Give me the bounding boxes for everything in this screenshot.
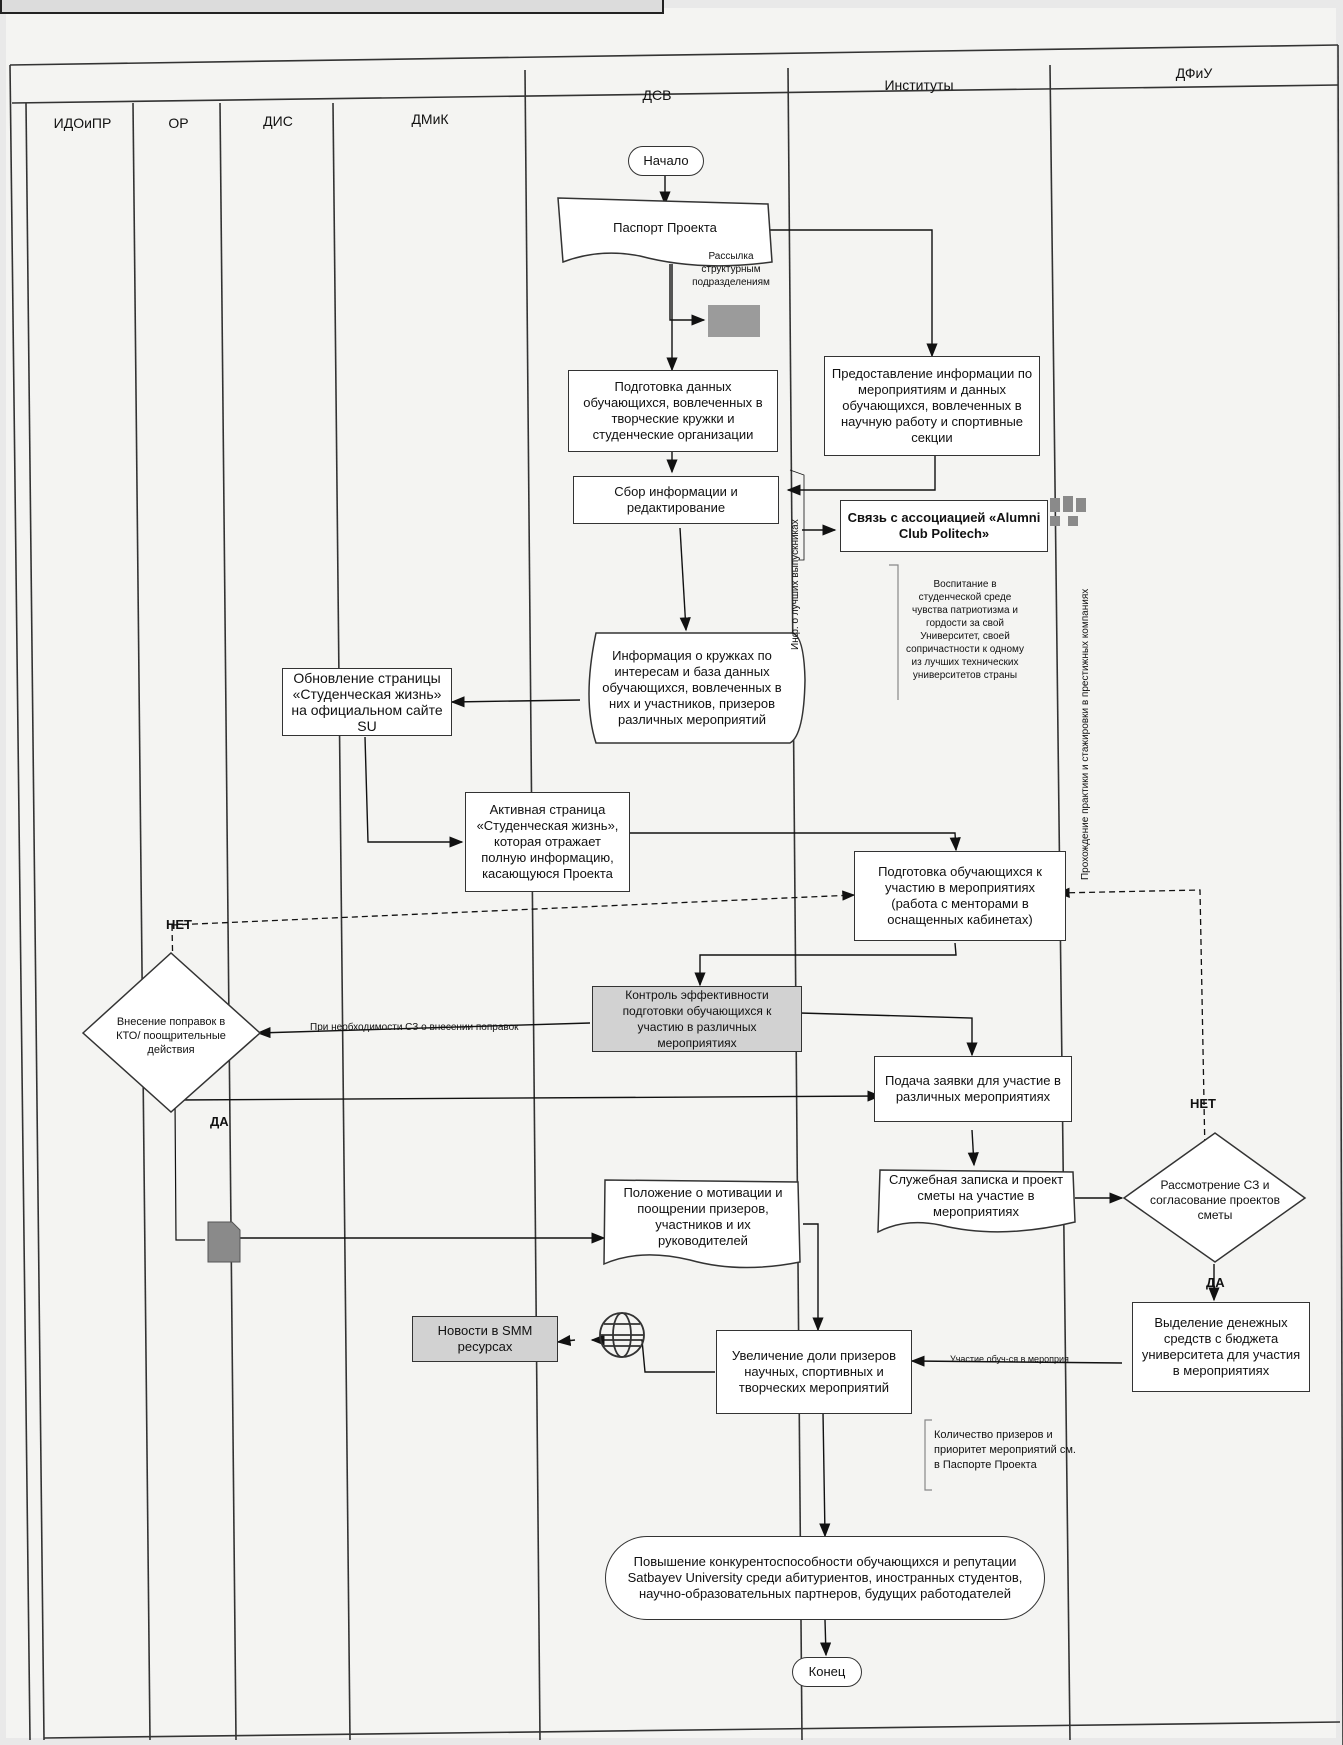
lane-idoipr: ИДОиПР [53,115,112,131]
application-box: Подача заявки для участие в различных ме… [874,1056,1072,1122]
globe-icon [599,1312,645,1358]
passport-document [557,197,773,267]
circles-db-storage [588,632,806,744]
swimlane-frame [9,44,1343,1745]
top-frame-band [0,0,664,14]
memo-document [877,1169,1076,1234]
prep-data-box: Подготовка данных обучающихся, вовлеченн… [568,370,778,452]
yes-label-right: ДА [1206,1275,1225,1290]
circles-db-label: Информация о кружках по интересам и база… [602,648,782,727]
control-box: Контроль эффективности подготовки обучаю… [592,986,802,1052]
smm-news-box: Новости в SMM ресурсах [412,1316,558,1362]
lane-dfiu: ДФиУ [1175,65,1213,81]
alumni-logo [1050,496,1086,526]
lane-institutes: Институты [884,77,954,93]
regulation-label: Положение о мотивации и поощрении призер… [623,1185,783,1248]
no-label-right: НЕТ [1190,1096,1216,1111]
sz-amend-label: При необходимости СЗ о внесении поправок [310,1022,519,1033]
lane-dmik: ДМиК [411,111,449,127]
increase-box: Увеличение доли призеров научных, спорти… [716,1330,912,1414]
info-provision-box: Предоставление информации по мероприятия… [824,356,1040,456]
collect-info-box: Сбор информации и редактирование [573,476,779,524]
lane-dsv: ДСВ [642,87,672,103]
no-label-left: НЕТ [166,917,192,932]
participation-label: Участие обуч-ся в мероприя [950,1354,1069,1364]
review-label: Рассмотрение СЗ и согласование проектов … [1150,1177,1280,1222]
regulation-document [603,1179,801,1269]
yes-label-left: ДА [210,1114,229,1129]
amend-decision-diamond [81,951,262,1114]
mailing-note: Рассылка структурным подразделениям [692,251,770,288]
amend-label: Внесение поправок в КТО/ поощрительные д… [116,1016,226,1056]
quantity-note: Количество призеров и приоритет мероприя… [934,1429,1076,1471]
alumni-box: Связь с ассоциацией «Alumni Club Politec… [840,500,1048,552]
review-decision-diamond [1122,1132,1307,1263]
grad-info-vertical-label: Инф. о лучших выпускниках [790,519,801,650]
passport-label: Паспорт Проекта [613,220,717,235]
prep-students-box: Подготовка обучающихся к участию в мероп… [854,851,1066,941]
patriotism-note: Воспитание в студенческой среде чувства … [905,579,1025,681]
doc-gray-icon [207,1221,241,1263]
funds-box: Выделение денежных средств с бюджета уни… [1132,1302,1310,1392]
start-terminal: Начало [628,146,704,176]
lane-dis: ДИС [263,113,293,129]
memo-label: Служебная записка и проект сметы на учас… [888,1172,1064,1219]
internship-vertical-label: Прохождение практики и стажировки в прес… [1080,588,1091,880]
competitiveness-terminal: Повышение конкурентоспособности обучающи… [605,1536,1045,1620]
mailing-gray-document [708,305,760,337]
active-page-box: Активная страница «Студенческая жизнь», … [465,792,630,892]
lane-or: ОР [168,115,189,131]
update-page-box: Обновление страницы «Студенческая жизнь»… [282,668,452,736]
end-terminal: Конец [792,1657,862,1687]
